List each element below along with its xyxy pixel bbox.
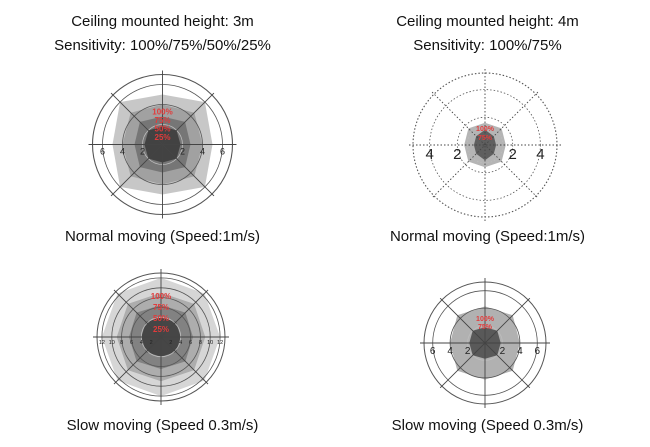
- axis-tick-label: 6: [189, 340, 192, 346]
- range-ring: [429, 89, 541, 201]
- axis-tick-label: 4: [447, 346, 453, 357]
- axis-tick-label: 10: [207, 340, 213, 346]
- sensitivity-level-label: 75%: [154, 116, 170, 125]
- axis-tick-label: 4: [536, 146, 544, 163]
- sensitivity-level-label: 100%: [476, 126, 495, 133]
- range-ring: [466, 126, 504, 164]
- sensitivity-level-label: 100%: [476, 316, 495, 323]
- axis-tick-label: 6: [130, 340, 133, 346]
- sensitivity-level-label: 50%: [153, 314, 169, 323]
- caption-4m-normal: Normal moving (Speed:1m/s): [389, 228, 586, 245]
- axis-tick-label: 10: [109, 340, 115, 346]
- caption-4m-slow: Slow moving (Speed 0.3m/s): [391, 417, 584, 434]
- axis-tick-label: 2: [150, 340, 153, 346]
- caption-3m-normal: Normal moving (Speed:1m/s): [64, 228, 261, 245]
- sensitivity-level-label: 75%: [153, 303, 169, 312]
- axis-tick-label: 6: [220, 147, 225, 157]
- sensitivity-level-label: 75%: [478, 324, 493, 331]
- coverage-diagram-4m-normal: 4 2 2 4 100% 75%: [409, 69, 561, 221]
- axis-tick-label: 4: [120, 147, 125, 157]
- axis-tick-label: 2: [140, 147, 145, 157]
- axis-tick-label: 6: [535, 346, 541, 357]
- coverage-diagram-3m-slow: 12 10 8 6 4 2 2 4 6 8 10 12 100% 75% 50% 25%: [93, 269, 229, 405]
- axis-diagonal: [431, 91, 539, 199]
- caption-3m-slow: Slow moving (Speed 0.3m/s): [66, 417, 259, 434]
- axis-tick-label: 12: [217, 340, 223, 346]
- coverage-diagram-3m-normal: 6 4 2 2 4 6 100%75%50%25%: [88, 70, 237, 219]
- axis-tick-label: 2: [453, 146, 461, 163]
- axis-tick-label: 2: [180, 147, 185, 157]
- header-sensitivity-4m: Sensitivity: 100%/75%: [413, 37, 562, 54]
- sensitivity-level-label: 100%: [151, 292, 171, 301]
- axis-tick-label: 4: [179, 340, 182, 346]
- header-height-3m: Ceiling mounted height: 3m: [71, 13, 254, 30]
- axis-tick-label: 8: [199, 340, 202, 346]
- sensitivity-level-label: 75%: [478, 135, 493, 142]
- axis-tick-label: 6: [430, 346, 436, 357]
- sensitivity-level-label: 50%: [154, 125, 170, 134]
- sensitivity-level-label: 100%: [152, 108, 172, 117]
- axis-tick-label: 8: [120, 340, 123, 346]
- axis-tick-label: 4: [200, 147, 205, 157]
- axis-tick-label: 4: [140, 340, 143, 346]
- axis-diagonal: [113, 289, 209, 385]
- axis-tick-label: 4: [425, 146, 433, 163]
- axis-tick-label: 2: [465, 346, 471, 357]
- header-sensitivity-3m: Sensitivity: 100%/75%/50%/25%: [54, 37, 271, 54]
- axis-tick-label: 6: [100, 147, 105, 157]
- axis-tick-label: 4: [517, 346, 523, 357]
- header-height-4m: Ceiling mounted height: 4m: [396, 13, 579, 30]
- sensitivity-level-label: 25%: [153, 325, 169, 334]
- axis-diagonal: [439, 297, 531, 389]
- sensitivity-level-label: 25%: [154, 133, 170, 142]
- axis-tick-label: 12: [99, 340, 105, 346]
- axis-diagonal: [110, 92, 215, 197]
- axis-tick-label: 2: [509, 146, 517, 163]
- axis-tick-label: 2: [500, 346, 506, 357]
- axis-tick-label: 2: [169, 340, 172, 346]
- range-ring: [456, 116, 514, 174]
